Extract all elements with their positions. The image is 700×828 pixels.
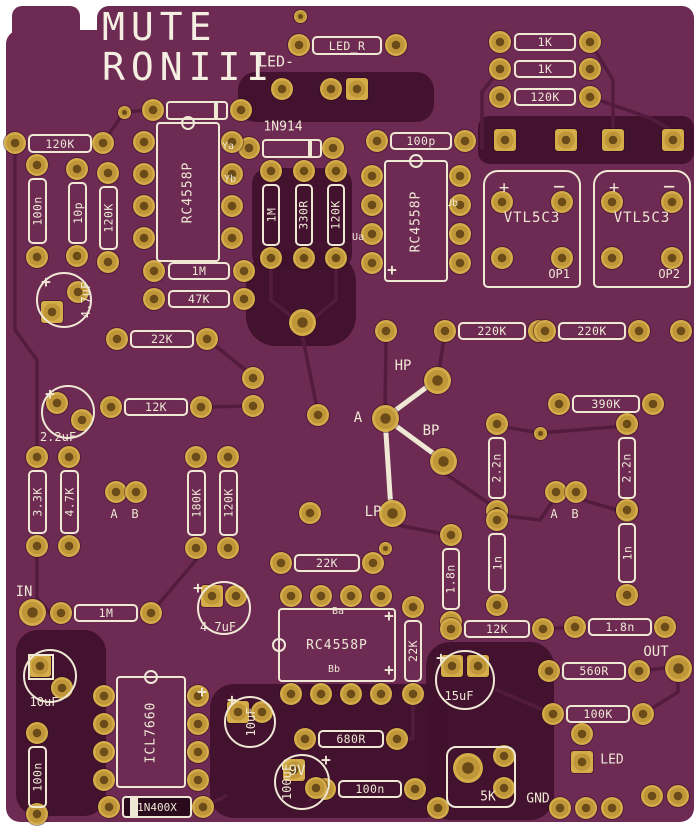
board-title-line2: RONIII (102, 45, 276, 89)
board-title-line1: MUTE (102, 5, 218, 49)
